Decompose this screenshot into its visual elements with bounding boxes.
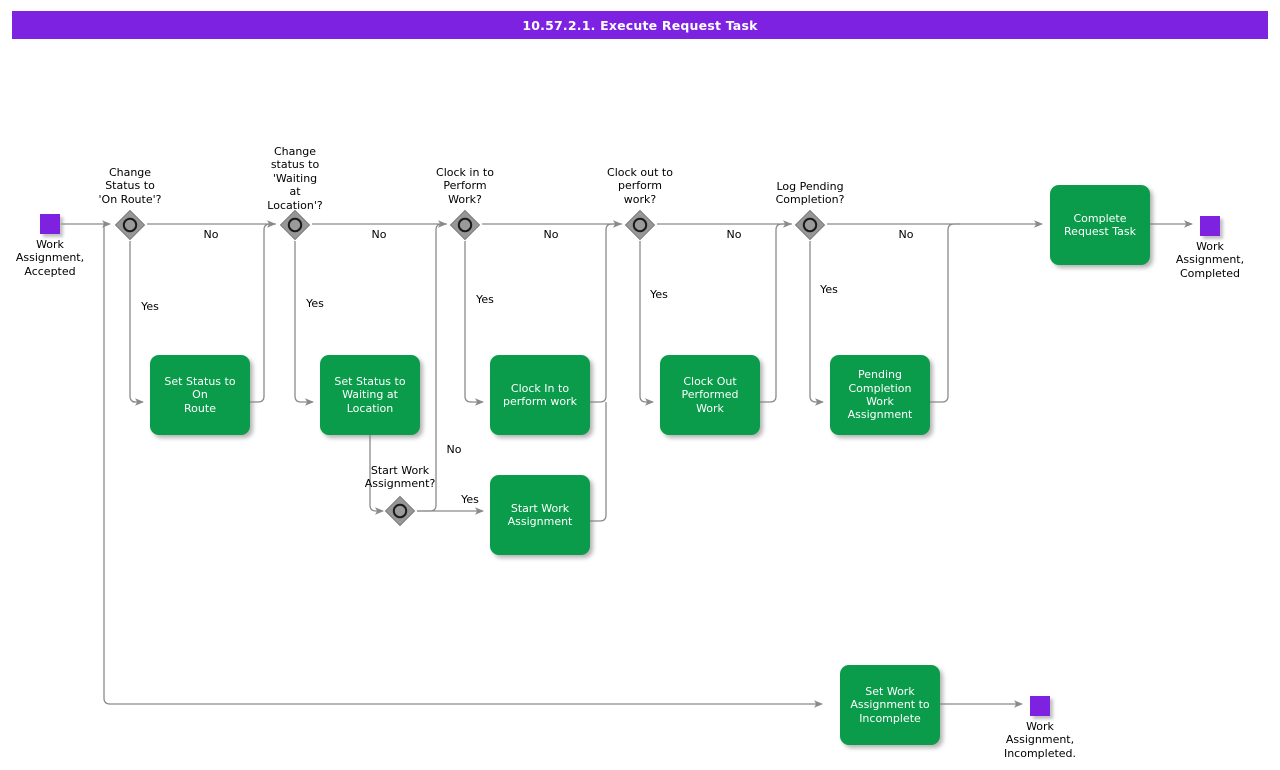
task-clock-in-to-perform-work[interactable]: Clock In to perform work bbox=[490, 355, 590, 435]
end-event-incompleted-label: Work Assignment, Incompleted. bbox=[1003, 720, 1077, 760]
flow-on-route-yes bbox=[129, 241, 144, 406]
edge-label-yes-start-wa: Yes bbox=[461, 493, 479, 506]
task-start-work-assignment[interactable]: Start Work Assignment bbox=[490, 475, 590, 555]
edge-label-no-clock-in: No bbox=[543, 228, 559, 241]
task-start-work-assignment-label: Start Work Assignment bbox=[507, 501, 573, 528]
gateway-start-work-assignment[interactable] bbox=[384, 495, 416, 527]
flow-clockin-out bbox=[590, 223, 622, 403]
task-set-status-to-on-route-label: Set Status to On Route bbox=[164, 374, 236, 415]
flow-set-on-route-out bbox=[250, 223, 276, 403]
task-complete-request-task[interactable]: Complete Request Task bbox=[1050, 185, 1150, 265]
gateway-change-status-waiting-at-location[interactable] bbox=[279, 209, 311, 241]
flow-clockin-yes bbox=[464, 241, 484, 406]
task-pending-completion-work-assignment[interactable]: Pending Completion Work Assignment bbox=[830, 355, 930, 435]
task-clock-out-performed-work[interactable]: Clock Out Performed Work bbox=[660, 355, 760, 435]
flow-clockout-yes bbox=[639, 241, 654, 406]
end-event-completed-label: Work Assignment, Completed bbox=[1175, 240, 1245, 280]
gateway-clock-out-to-perform-work[interactable] bbox=[624, 209, 656, 241]
flow-start-to-incomplete bbox=[103, 224, 823, 708]
flow-startwa-task-out bbox=[590, 402, 607, 522]
end-event-work-assignment-completed[interactable] bbox=[1200, 216, 1220, 236]
flow-clockout-out bbox=[760, 223, 792, 403]
edge-label-no-start-wa: No bbox=[446, 443, 462, 456]
edge-label-no-log-pending: No bbox=[898, 228, 914, 241]
edge-label-no-clock-out: No bbox=[726, 228, 742, 241]
gateway-start-work-assignment-label: Start Work Assignment? bbox=[364, 464, 436, 491]
task-set-work-assignment-to-incomplete-label: Set Work Assignment to Incomplete bbox=[850, 684, 930, 725]
edge-label-yes-on-route: Yes bbox=[141, 300, 159, 313]
gateway-waiting-at-location-label: Change status to 'Waiting at Location'? bbox=[267, 145, 323, 212]
gateway-on-route-label: Change Status to 'On Route'? bbox=[98, 166, 162, 206]
task-set-work-assignment-to-incomplete[interactable]: Set Work Assignment to Incomplete bbox=[840, 665, 940, 745]
gateway-clock-out-label: Clock out to perform work? bbox=[607, 166, 673, 206]
task-clock-out-performed-work-label: Clock Out Performed Work bbox=[681, 374, 739, 415]
task-set-status-to-waiting-at-location[interactable]: Set Status to Waiting at Location bbox=[320, 355, 420, 435]
start-event-label: Work Assignment, Accepted bbox=[15, 238, 85, 278]
edge-label-yes-waiting: Yes bbox=[306, 297, 324, 310]
edge-label-yes-clock-out: Yes bbox=[650, 288, 668, 301]
gateway-change-status-on-route[interactable] bbox=[114, 209, 146, 241]
end-event-work-assignment-incompleted[interactable] bbox=[1030, 696, 1050, 716]
gateway-clock-in-label: Clock in to Perform Work? bbox=[436, 166, 494, 206]
gateway-log-pending-completion-label: Log Pending Completion? bbox=[775, 180, 845, 207]
edge-label-no-on-route: No bbox=[203, 228, 219, 241]
edge-label-no-waiting: No bbox=[371, 228, 387, 241]
task-complete-request-task-label: Complete Request Task bbox=[1064, 211, 1136, 238]
flow-waiting-yes bbox=[294, 241, 314, 406]
edge-label-yes-log-pending: Yes bbox=[820, 283, 838, 296]
page-title-bar: 10.57.2.1. Execute Request Task bbox=[12, 11, 1268, 39]
gateway-clock-in-to-perform-work[interactable] bbox=[449, 209, 481, 241]
page-title: 10.57.2.1. Execute Request Task bbox=[522, 17, 758, 33]
task-clock-in-to-perform-work-label: Clock In to perform work bbox=[502, 381, 578, 408]
flow-logpending-yes bbox=[809, 241, 824, 406]
task-set-status-to-waiting-at-location-label: Set Status to Waiting at Location bbox=[334, 374, 406, 415]
flow-pending-out bbox=[930, 223, 960, 403]
start-event-work-assignment-accepted[interactable] bbox=[40, 214, 60, 234]
task-set-status-to-on-route[interactable]: Set Status to On Route bbox=[150, 355, 250, 435]
gateway-log-pending-completion[interactable] bbox=[794, 209, 826, 241]
task-pending-completion-work-assignment-label: Pending Completion Work Assignment bbox=[847, 368, 913, 422]
edge-label-yes-clock-in: Yes bbox=[476, 293, 494, 306]
